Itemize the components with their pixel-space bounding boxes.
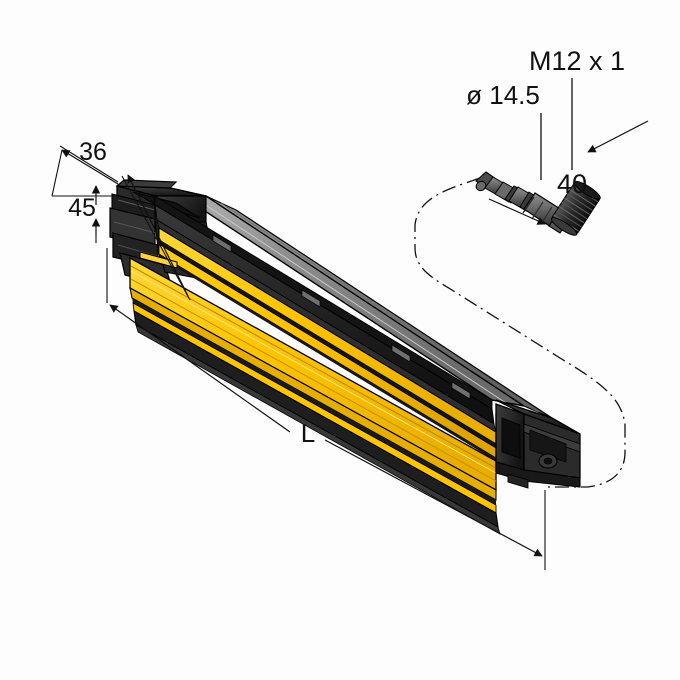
dimension-label-36: 36 [79, 138, 107, 166]
m12-connector [475, 171, 601, 236]
housing-yellow-face [129, 227, 497, 514]
dimension-length-L: L [106, 248, 546, 570]
cable-routing-path [414, 177, 626, 488]
dimension-label-m12: M12 x 1 [529, 46, 625, 76]
dimension-label-40: 40 [557, 169, 587, 199]
light-curtain-housing [109, 179, 581, 535]
end-cap-right [495, 399, 581, 489]
connector-thread-nut [550, 181, 601, 236]
dimension-label-L: L [301, 418, 315, 448]
housing-indicator-windows [212, 234, 471, 400]
dimension-height-45: 45 [51, 149, 113, 243]
dimension-label-45: 45 [68, 194, 96, 222]
connector-strain-relief [484, 176, 536, 212]
dimension-label-diameter: ø 14.5 [466, 80, 540, 110]
end-cap-left [109, 179, 219, 289]
dimension-width-36: 36 [59, 138, 191, 301]
dimension-connector-40: 40 [488, 120, 649, 225]
